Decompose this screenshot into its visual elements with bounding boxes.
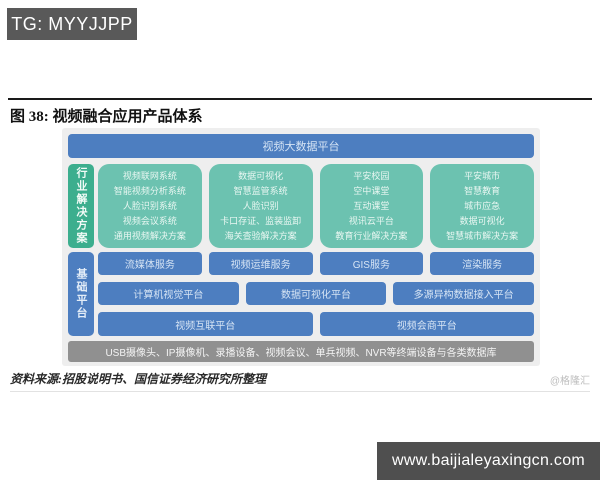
solution-item: 互动课堂 (353, 200, 390, 211)
solution-item: 视频会议系统 (122, 215, 177, 226)
solutions-column-general-video: 视频联网系统 智能视频分析系统 人脸识别系统 视频会议系统 通用视频解决方案 (98, 164, 202, 248)
solution-item: 平安城市 (464, 170, 501, 181)
solution-item: 空中课堂 (353, 185, 390, 196)
credit-watermark: @格隆汇 (549, 376, 590, 387)
solution-item: 智慧监管系统 (233, 185, 288, 196)
title-top-rule (8, 98, 592, 100)
solution-item: 卡口存证、监装监卸 (220, 215, 302, 226)
solution-item: 视频联网系统 (122, 170, 177, 181)
solution-item: 海关查验解决方案 (224, 230, 297, 241)
solution-item: 平安校园 (353, 170, 390, 181)
platform-box: 视频互联平台 (98, 312, 313, 336)
base-platforms-row: 计算机视觉平台 数据可视化平台 多源异构数据接入平台 (98, 282, 534, 305)
base-platform-label: 基础平台 (68, 252, 94, 336)
industry-solutions-label: 行业解决方案 (68, 164, 94, 248)
platform-box: 视频会商平台 (319, 312, 534, 336)
base-services-row: 流媒体服务 视频运维服务 GIS服务 渲染服务 (98, 252, 534, 275)
service-box: 视频运维服务 (208, 252, 313, 275)
video-platforms-row: 视频互联平台 视频会商平台 (98, 312, 534, 336)
product-system-diagram: 视频大数据平台 行业解决方案 视频联网系统 智能视频分析系统 人脸识别系统 视频… (62, 128, 540, 366)
site-watermark-bar: www.baijialeyaxingcn.com (377, 442, 600, 480)
platform-box: 数据可视化平台 (245, 282, 387, 305)
service-box: GIS服务 (319, 252, 424, 275)
solution-item: 视讯云平台 (348, 215, 394, 226)
telegram-watermark-badge: TG: MYYJJPP (7, 8, 137, 40)
solution-item: 智慧城市解决方案 (446, 230, 519, 241)
figure-title: 图 38: 视频融合应用产品体系 (10, 109, 203, 125)
solution-item: 数据可视化 (459, 215, 505, 226)
video-bigdata-platform-bar: 视频大数据平台 (68, 134, 534, 158)
solution-item: 教育行业解决方案 (335, 230, 408, 241)
source-row: 资料来源:招股说明书、国信证券经济研究所整理 @格隆汇 (10, 370, 590, 392)
service-box: 渲染服务 (430, 252, 534, 275)
solution-item: 人脸识别系统 (122, 200, 177, 211)
solution-item: 智慧教育 (464, 185, 501, 196)
service-box: 流媒体服务 (98, 252, 202, 275)
solution-item: 城市应急 (464, 200, 501, 211)
terminal-devices-bar: USB摄像头、IP摄像机、录播设备、视频会议、单兵视频、NVR等终端设备与各类数… (68, 341, 534, 362)
site-url: www.baijialeyaxingcn.com (391, 452, 586, 469)
platform-box: 多源异构数据接入平台 (393, 282, 534, 305)
platform-box: 计算机视觉平台 (98, 282, 239, 305)
solutions-column-education: 平安校园 空中课堂 互动课堂 视讯云平台 教育行业解决方案 (319, 164, 424, 248)
solutions-column-customs: 数据可视化 智慧监管系统 人脸识别 卡口存证、监装监卸 海关查验解决方案 (208, 164, 313, 248)
solution-item: 人脸识别 (242, 200, 279, 211)
solution-item: 智能视频分析系统 (113, 185, 186, 196)
industry-solutions-columns: 视频联网系统 智能视频分析系统 人脸识别系统 视频会议系统 通用视频解决方案 数… (98, 164, 534, 248)
solution-item: 通用视频解决方案 (113, 230, 186, 241)
source-note: 资料来源:招股说明书、国信证券经济研究所整理 (10, 372, 266, 386)
solution-item: 数据可视化 (238, 170, 284, 181)
solutions-column-smart-city: 平安城市 智慧教育 城市应急 数据可视化 智慧城市解决方案 (430, 164, 534, 248)
